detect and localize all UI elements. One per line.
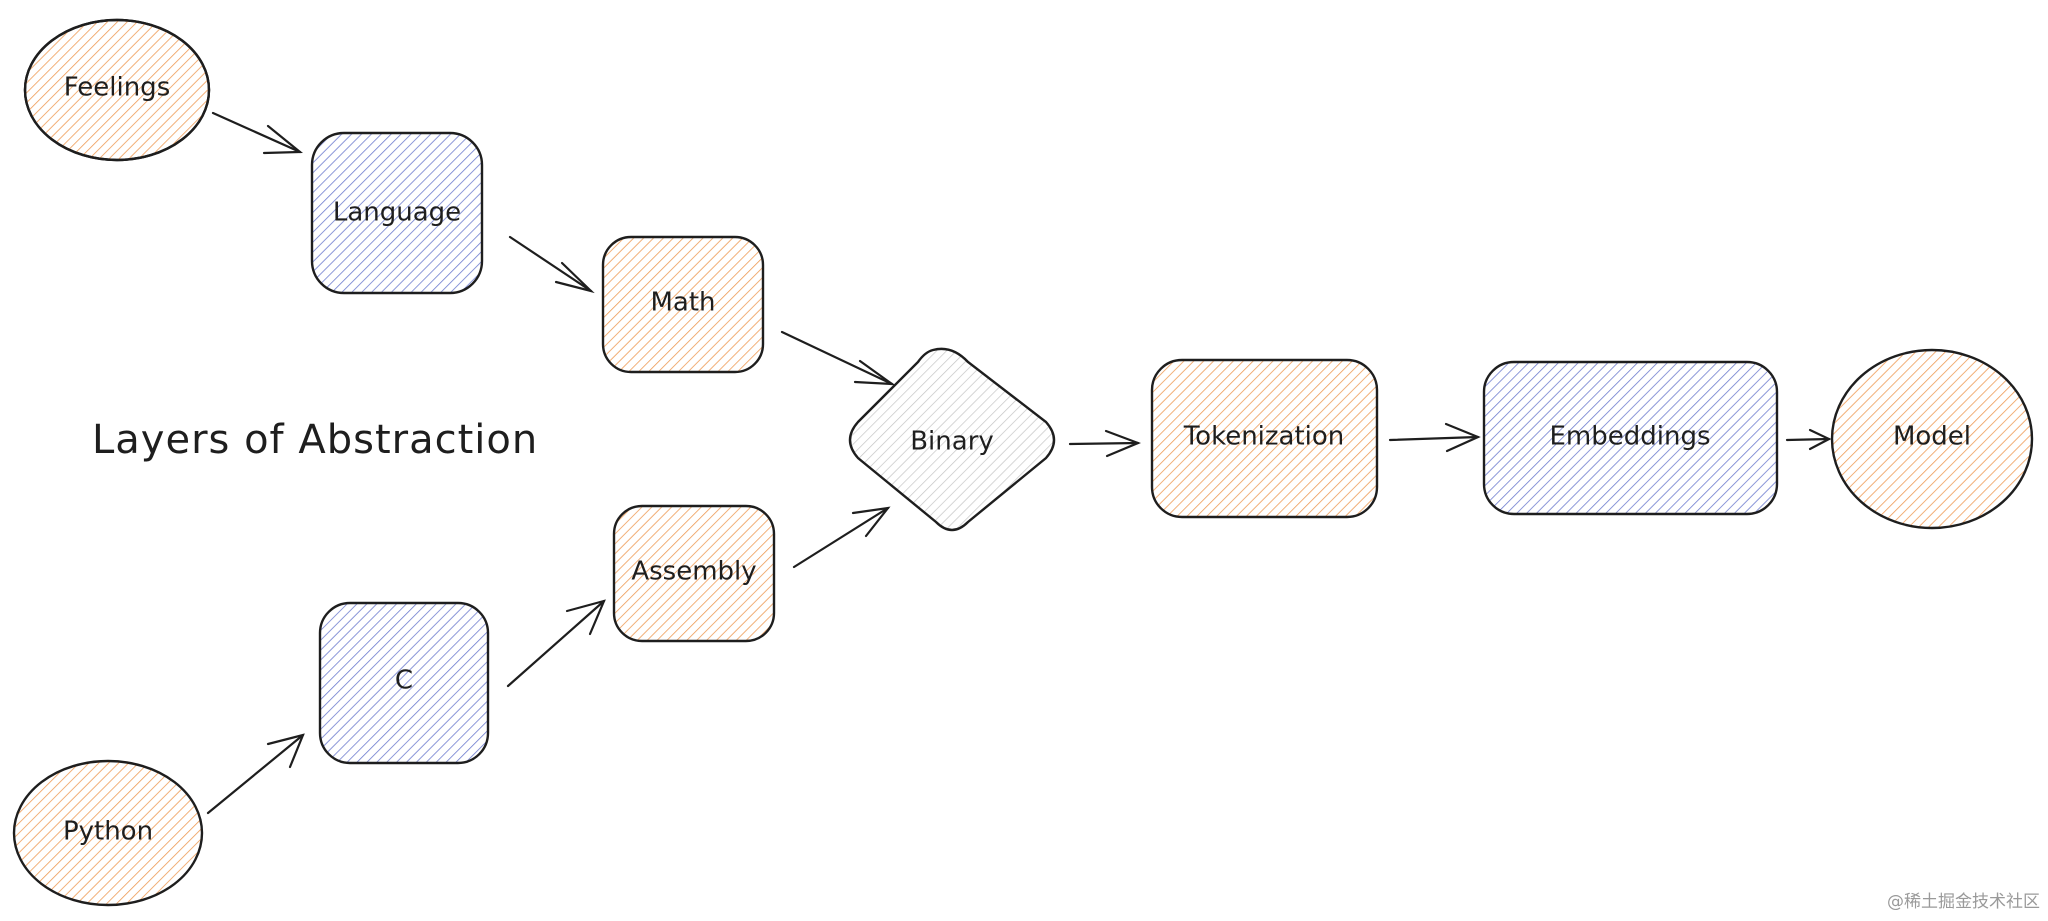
node-c-label: C: [395, 666, 413, 696]
arrow-language-to-math: [508, 235, 595, 294]
arrow-feelings-to-language: [211, 111, 303, 155]
edges: [206, 111, 1832, 815]
diagram-title: Layers of Abstraction: [92, 417, 538, 463]
node-embeddings[interactable]: Embeddings: [1482, 360, 1779, 516]
node-binary-label: Binary: [910, 427, 994, 457]
node-language[interactable]: Language: [310, 131, 484, 295]
node-c[interactable]: C: [318, 601, 490, 765]
arrow-embeddings-to-model: [1785, 428, 1832, 451]
node-math[interactable]: Math: [601, 235, 765, 374]
node-python[interactable]: Python: [12, 759, 204, 907]
node-model-label: Model: [1893, 422, 1971, 452]
arrow-assembly-to-binary: [792, 506, 891, 569]
watermark: @稀土掘金技术社区: [1887, 892, 2040, 912]
node-math-label: Math: [650, 288, 715, 318]
node-binary[interactable]: Binary: [848, 347, 1056, 532]
node-model[interactable]: Model: [1830, 348, 2034, 530]
node-tokenization-label: Tokenization: [1183, 422, 1345, 452]
arrow-c-to-assembly: [506, 599, 606, 688]
node-tokenization[interactable]: Tokenization: [1150, 358, 1379, 519]
arrow-python-to-c: [206, 733, 305, 815]
arrow-math-to-binary: [780, 330, 896, 386]
arrow-binary-to-tokenization: [1068, 429, 1141, 458]
node-language-label: Language: [333, 198, 461, 228]
node-embeddings-label: Embeddings: [1549, 422, 1710, 452]
node-feelings[interactable]: Feelings: [23, 18, 211, 162]
node-feelings-label: Feelings: [64, 73, 171, 103]
node-assembly[interactable]: Assembly: [612, 504, 776, 643]
node-assembly-label: Assembly: [631, 557, 756, 587]
arrow-tokenization-to-embeddings: [1388, 422, 1481, 453]
node-python-label: Python: [63, 817, 153, 847]
